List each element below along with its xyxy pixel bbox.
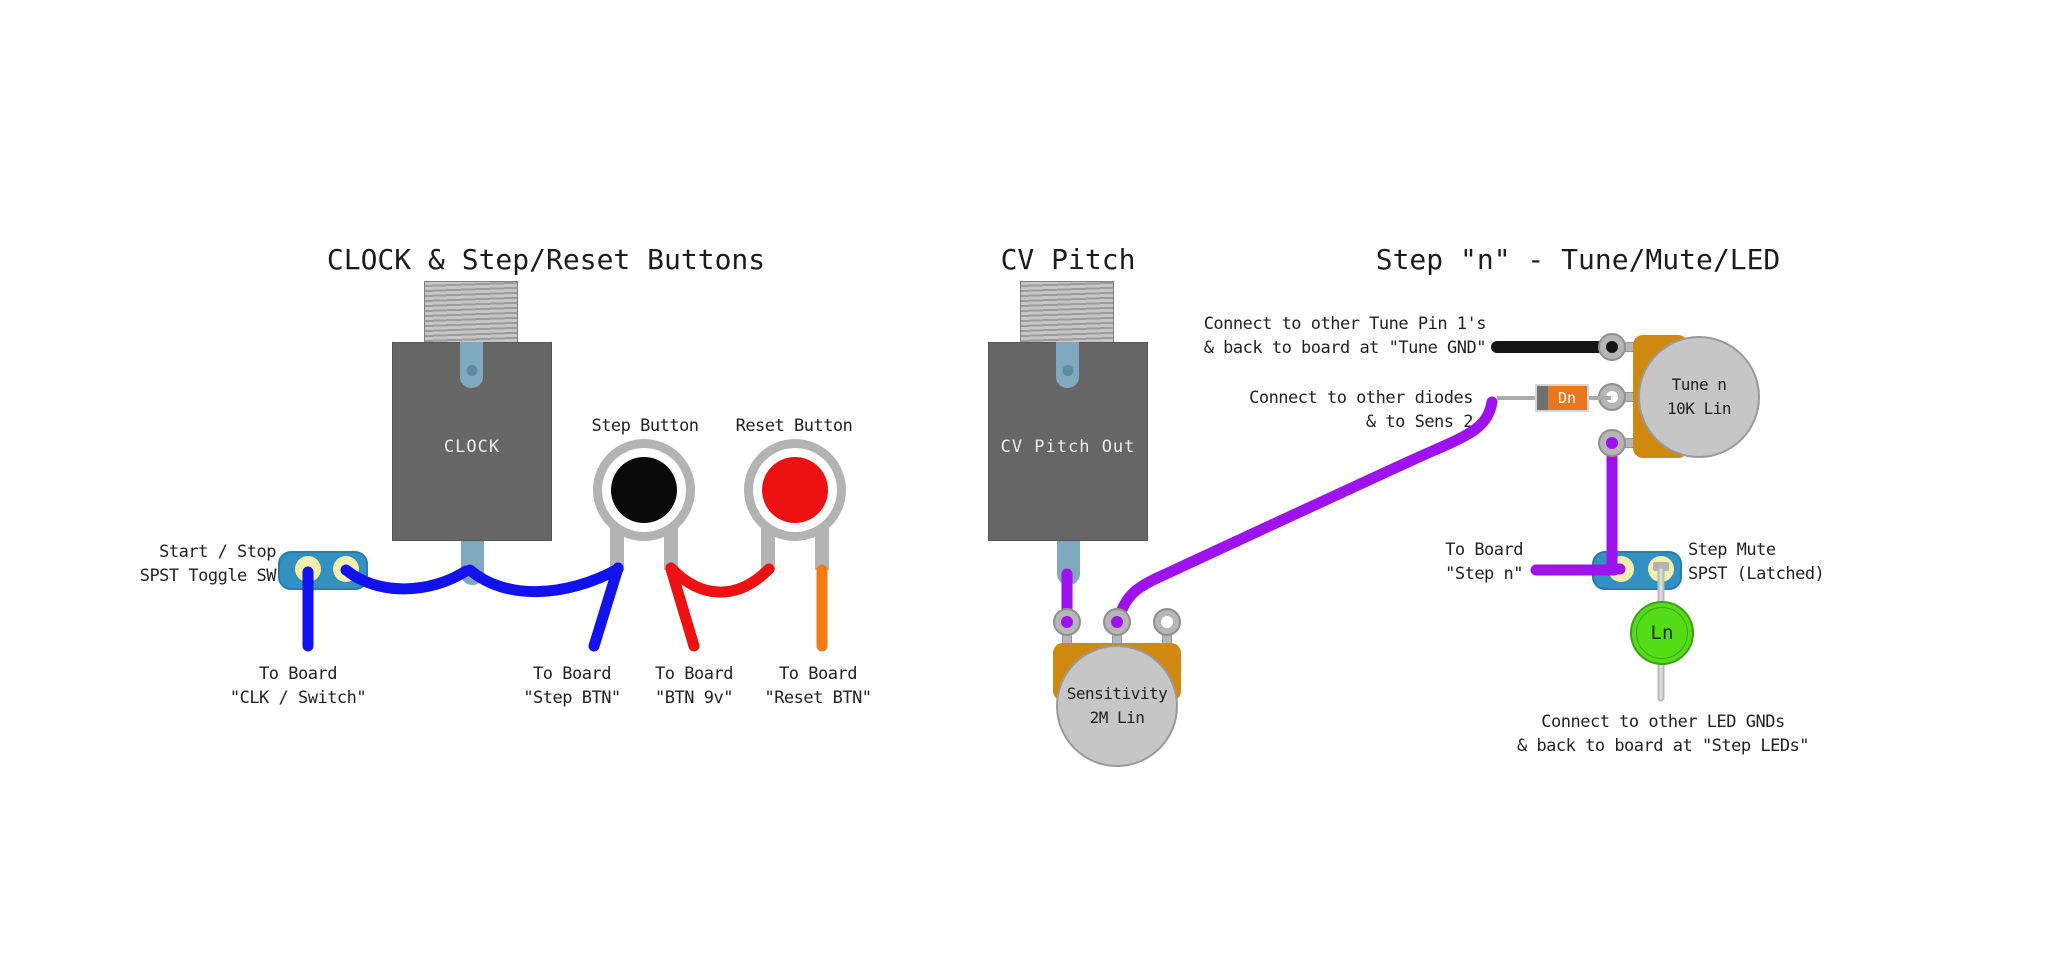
diode: Dn xyxy=(1535,384,1589,412)
clock-jack-threads xyxy=(424,281,518,343)
wire-clock-to-step-button xyxy=(464,563,624,598)
reset-button-cap[interactable] xyxy=(762,457,828,523)
led-gnd-note: Connect to other LED GNDs & back to boar… xyxy=(1516,712,1810,756)
section-title-clock: CLOCK & Step/Reset Buttons xyxy=(326,243,766,276)
tune-pot-ring-1 xyxy=(1598,333,1626,361)
diode-cathode-band xyxy=(1537,386,1548,410)
clock-module-label: CLOCK xyxy=(443,437,501,457)
step-mute-toggle-terminal-1 xyxy=(1608,556,1634,582)
step-button[interactable] xyxy=(593,439,695,541)
step-led: Ln xyxy=(1630,601,1694,665)
section-title-step-n: Step "n" - Tune/Mute/LED xyxy=(1375,243,1781,276)
tune-gnd-note: Connect to other Tune Pin 1's & back to … xyxy=(1203,314,1487,358)
wire-step-button-to-board xyxy=(588,562,624,652)
cv-bottom-lug xyxy=(1057,541,1080,585)
cv-top-lug xyxy=(1056,342,1079,388)
start-stop-toggle-terminal-2 xyxy=(333,556,359,582)
board-clk-switch-label: To Board "CLK / Switch" xyxy=(229,664,367,708)
cv-top-lug-hole xyxy=(1062,365,1073,376)
step-led-label: Ln xyxy=(1650,622,1674,644)
board-reset-btn-label: To Board "Reset BTN" xyxy=(764,664,872,708)
board-step-btn-label: To Board "Step BTN" xyxy=(523,664,621,708)
sensitivity-pot[interactable]: Sensitivity 2M Lin xyxy=(1056,645,1178,767)
diode-label: Dn xyxy=(1557,389,1577,407)
step-button-cap[interactable] xyxy=(611,457,677,523)
clock-top-lug xyxy=(460,342,483,388)
section-title-cv-pitch: CV Pitch xyxy=(1000,243,1136,276)
wire-step-to-board-9v xyxy=(665,563,700,652)
tune-pot[interactable]: Tune n 10K Lin xyxy=(1638,336,1760,458)
board-btn-9v-label: To Board "BTN 9v" xyxy=(655,664,733,708)
sensitivity-pot-ring-3 xyxy=(1153,608,1181,636)
tune-pot-ring-2 xyxy=(1598,383,1626,411)
tune-pot-ring-3 xyxy=(1598,429,1626,457)
diode-note: Connect to other diodes & to Sens 2 xyxy=(1249,388,1473,432)
board-step-n-label: To Board "Step n" xyxy=(1445,540,1523,584)
start-stop-toggle-label: Start / Stop SPST Toggle SW xyxy=(139,542,277,586)
step-button-label: Step Button xyxy=(591,416,699,436)
clock-top-lug-hole xyxy=(466,365,477,376)
clock-bottom-lug xyxy=(461,541,484,585)
wire-step-to-reset xyxy=(665,562,775,598)
sensitivity-pot-ring-2 xyxy=(1103,608,1131,636)
start-stop-toggle-terminal-1 xyxy=(295,556,321,582)
sensitivity-pot-ring-1 xyxy=(1053,608,1081,636)
cv-jack-threads xyxy=(1020,281,1114,343)
step-mute-toggle-terminal-2 xyxy=(1648,556,1674,582)
wire-sensitivity-pin2-to-diode xyxy=(1111,396,1498,630)
reset-button-label: Reset Button xyxy=(735,416,853,436)
step-mute-label: Step Mute SPST (Latched) xyxy=(1688,540,1825,584)
cv-module-label: CV Pitch Out xyxy=(1000,437,1136,457)
reset-button[interactable] xyxy=(744,439,846,541)
